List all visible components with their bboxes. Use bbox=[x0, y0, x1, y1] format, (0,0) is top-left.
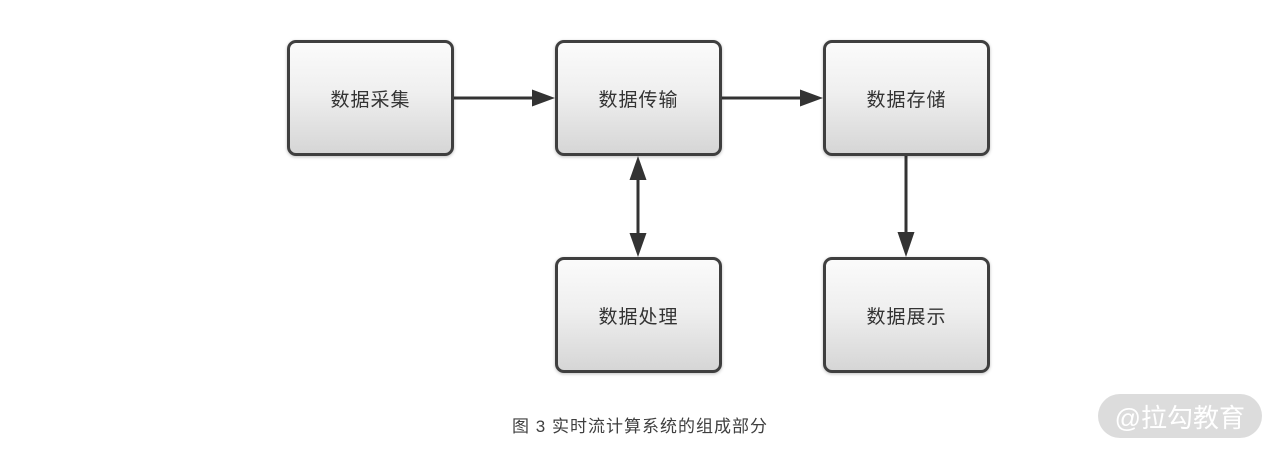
node-data-processing: 数据处理 bbox=[555, 257, 722, 373]
watermark-badge: @拉勾教育 bbox=[1097, 394, 1262, 438]
node-data-collection: 数据采集 bbox=[287, 40, 454, 156]
node-data-collection-label: 数据采集 bbox=[330, 89, 411, 111]
node-data-storage-label: 数据存储 bbox=[866, 89, 947, 111]
arrow-transmission-processing-bidirectional bbox=[629, 156, 647, 257]
node-data-transmission-label: 数据传输 bbox=[598, 89, 679, 111]
arrow-storage-to-display bbox=[897, 156, 915, 257]
arrow-collection-to-transmission bbox=[454, 89, 555, 107]
node-data-display: 数据展示 bbox=[823, 257, 990, 373]
node-data-display-label: 数据展示 bbox=[866, 306, 947, 328]
node-data-storage: 数据存储 bbox=[823, 40, 990, 156]
node-data-processing-label: 数据处理 bbox=[598, 306, 679, 328]
node-data-transmission: 数据传输 bbox=[555, 40, 722, 156]
figure-caption: 图 3 实时流计算系统的组成部分 bbox=[512, 417, 768, 436]
arrow-transmission-to-storage bbox=[722, 89, 823, 107]
watermark-text: @拉勾教育 bbox=[1114, 402, 1245, 433]
